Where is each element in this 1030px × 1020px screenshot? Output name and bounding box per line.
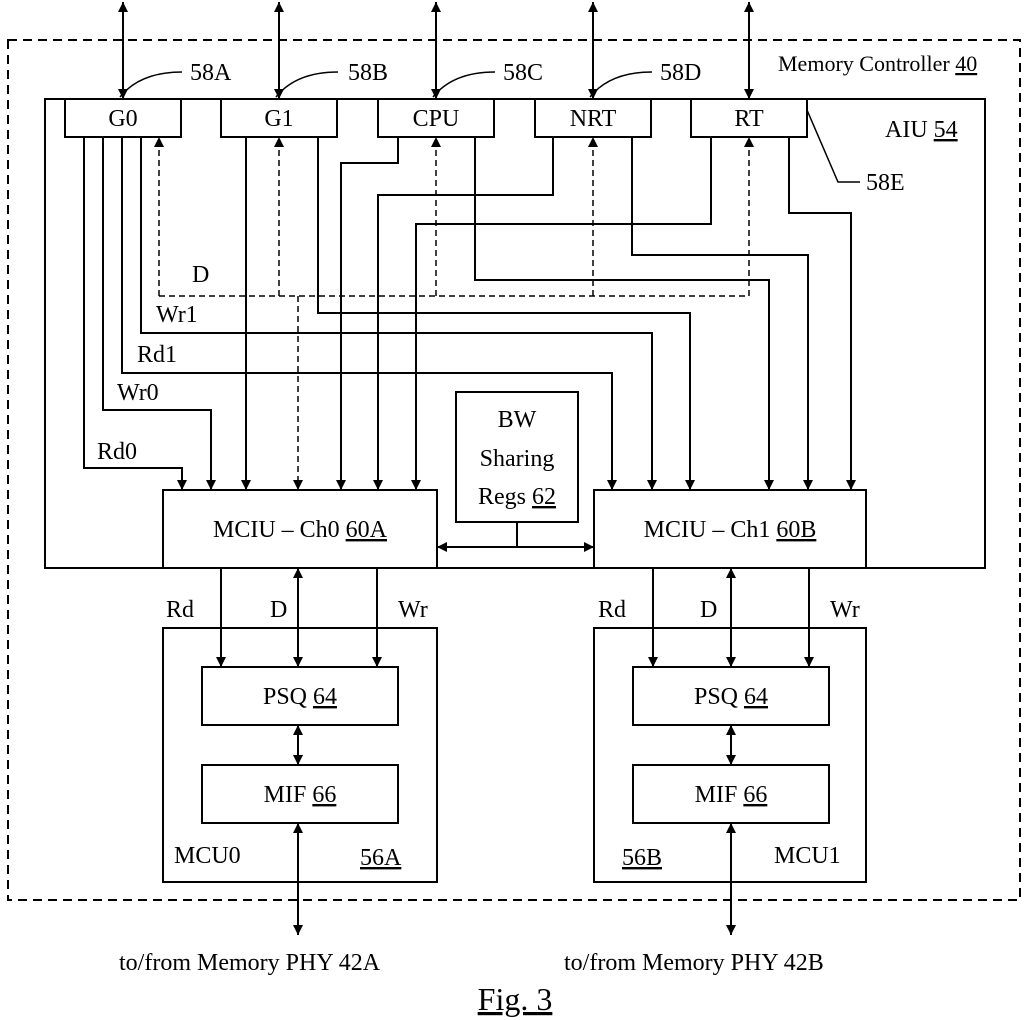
mcu1-mif bbox=[632, 764, 830, 824]
signal-wr1-label: Wr1 bbox=[156, 302, 198, 328]
port-cpu-label: CPU bbox=[413, 106, 460, 132]
port-rt: RT bbox=[690, 98, 808, 138]
aiu-box bbox=[44, 98, 986, 569]
mcu0-label: MCU0 bbox=[174, 843, 241, 869]
bw-regs-line1: BW bbox=[498, 407, 537, 433]
phy-right-label: to/from Memory PHY 42B bbox=[564, 950, 824, 976]
reference-leaders bbox=[119, 71, 860, 183]
mcu0-psq bbox=[201, 666, 399, 726]
bus1-wr-label: Wr bbox=[830, 597, 860, 623]
bus1-d-label: D bbox=[700, 597, 717, 623]
mciu-ch1-label: MCIU – Ch1 60B bbox=[644, 517, 817, 543]
mcu1-psq-label: PSQ 64 bbox=[694, 684, 768, 710]
bw-regs-line2: Sharing bbox=[480, 446, 555, 472]
ref-58d: 58D bbox=[660, 60, 701, 86]
mcu1: PSQ 64 MIF 66 56B MCU1 bbox=[593, 627, 867, 883]
mcu0-ref: 56A bbox=[360, 845, 402, 871]
bus0-d-label: D bbox=[270, 597, 287, 623]
port-cpu: CPU bbox=[377, 98, 495, 138]
ref-58a: 58A bbox=[190, 60, 232, 86]
bw-regs-link bbox=[437, 522, 594, 552]
ref-58e: 58E bbox=[866, 170, 905, 196]
port-g0: G0 bbox=[64, 98, 182, 138]
signal-d-label: D bbox=[192, 262, 209, 288]
port-rt-label: RT bbox=[734, 106, 764, 132]
external-port-arrows bbox=[118, 2, 754, 99]
figure-caption: Fig. 3 bbox=[478, 981, 553, 1017]
memory-controller-boundary bbox=[7, 39, 1021, 901]
phy-left-label: to/from Memory PHY 42A bbox=[119, 950, 381, 976]
memory-controller-title: Memory Controller 40 bbox=[778, 51, 977, 76]
mciu-ch0: MCIU – Ch0 60A bbox=[162, 489, 438, 569]
signal-rd0-label: Rd0 bbox=[97, 439, 137, 465]
mciu-mcu-buses bbox=[216, 568, 814, 667]
port-g0-label: G0 bbox=[108, 106, 137, 132]
mcu1-mif-label: MIF 66 bbox=[695, 782, 768, 808]
port-g1: G1 bbox=[220, 98, 338, 138]
bw-regs-line3: Regs 62 bbox=[478, 484, 556, 510]
port-nrt: NRT bbox=[534, 98, 652, 138]
bw-sharing-regs: BW Sharing Regs 62 bbox=[455, 391, 579, 523]
ref-58c: 58C bbox=[503, 60, 543, 86]
mciu-ch1: MCIU – Ch1 60B bbox=[593, 489, 867, 569]
solid-signal-lines bbox=[83, 137, 856, 490]
bus0-wr-label: Wr bbox=[398, 597, 428, 623]
signal-rd1-label: Rd1 bbox=[137, 342, 177, 368]
mcu0-mif-label: MIF 66 bbox=[264, 782, 337, 808]
port-g1-label: G1 bbox=[264, 106, 293, 132]
ref-58b: 58B bbox=[348, 60, 388, 86]
bus0-rd-label: Rd bbox=[166, 597, 194, 623]
mcu1-psq bbox=[632, 666, 830, 726]
mcu1-label: MCU1 bbox=[774, 843, 841, 869]
aiu-label: AIU 54 bbox=[885, 117, 958, 143]
signal-wr0-label: Wr0 bbox=[117, 380, 159, 406]
mcu0-psq-label: PSQ 64 bbox=[263, 684, 337, 710]
bus1-rd-label: Rd bbox=[598, 597, 626, 623]
mcu0: PSQ 64 MIF 66 MCU0 56A bbox=[162, 627, 438, 883]
phy-arrows bbox=[293, 823, 736, 935]
mciu-ch0-label: MCIU – Ch0 60A bbox=[213, 517, 388, 543]
port-nrt-label: NRT bbox=[570, 106, 617, 132]
mcu0-mif bbox=[201, 764, 399, 824]
mcu1-ref: 56B bbox=[622, 845, 662, 871]
dashed-data-lines bbox=[154, 137, 754, 490]
